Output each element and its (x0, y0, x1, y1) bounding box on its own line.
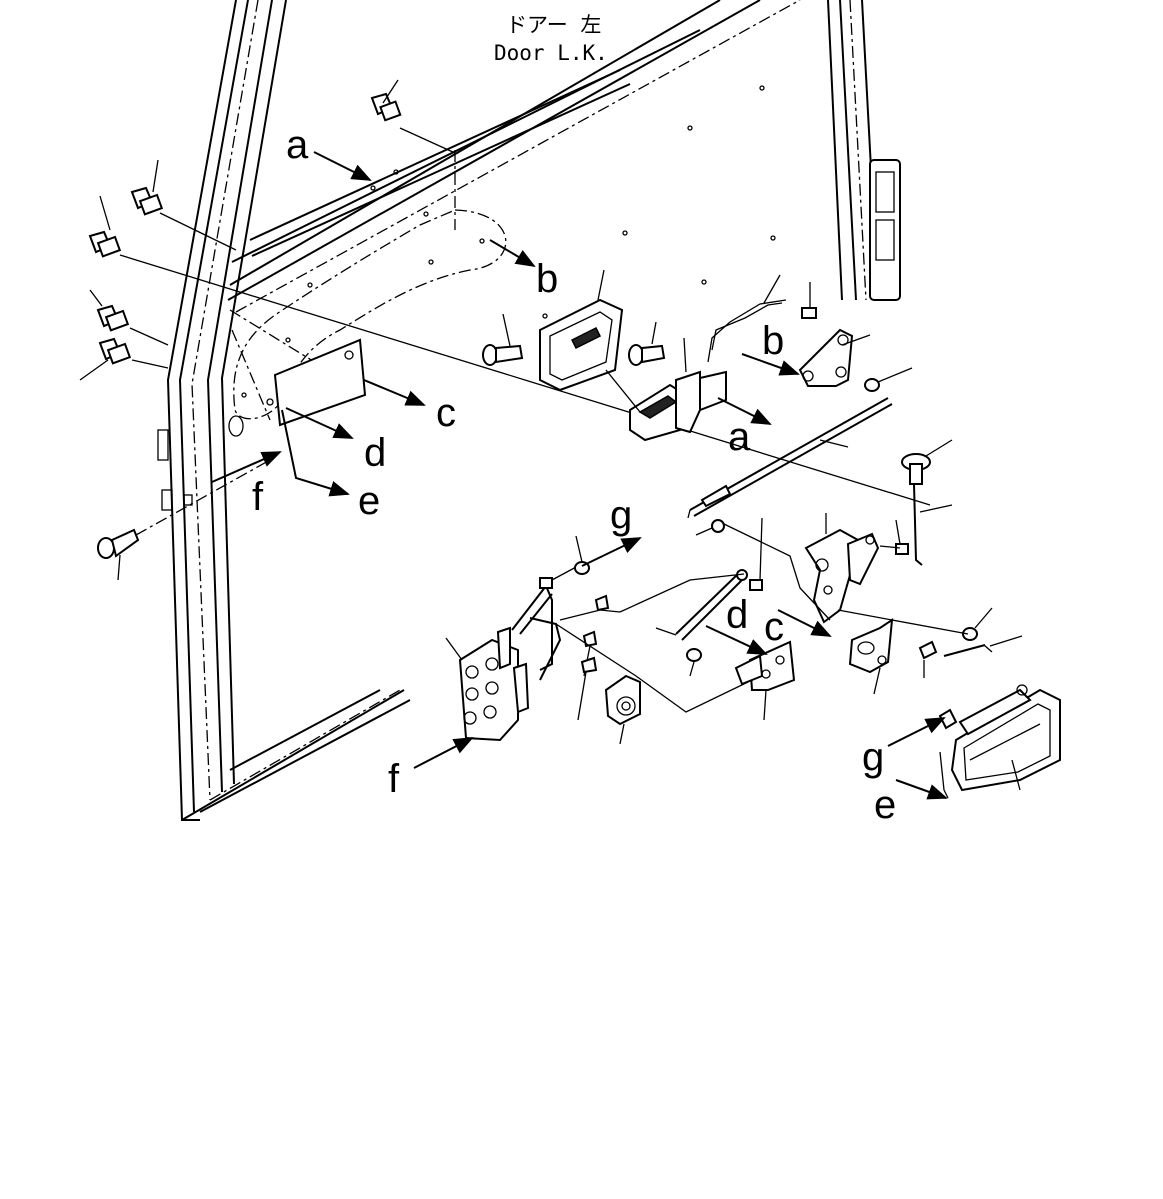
latch-lever-assembly (723, 439, 1023, 695)
bolts-left (79, 79, 931, 581)
diagram-title: ドアー 左 Door L.K. (494, 13, 608, 65)
title-japanese: ドアー 左 (506, 13, 601, 37)
title-english: Door L.K. (494, 41, 608, 65)
bolt-3 (88, 195, 931, 506)
callout-arrows (211, 151, 948, 800)
connecting-rod (687, 397, 893, 536)
screw-bottom-left (97, 459, 271, 581)
bolt-2 (130, 159, 237, 251)
callout-f-left: f (252, 475, 264, 519)
callout-d-left: d (364, 431, 386, 475)
inner-panel-outline (228, 85, 776, 437)
callout-a-top: a (286, 123, 309, 167)
bolt-1 (370, 79, 456, 154)
callout-c-right: c (764, 605, 784, 649)
inner-handle-assembly (482, 269, 913, 442)
callout-c-left: c (436, 391, 456, 435)
door-frame (157, 0, 901, 821)
callout-e-bottom: e (874, 783, 896, 827)
bolt-5 (79, 337, 169, 381)
callout-a-right: a (728, 415, 751, 459)
callout-d-right: d (726, 593, 748, 637)
callout-f-bottom: f (388, 757, 400, 801)
lower-rod-bracket (619, 517, 796, 721)
callout-b-right: b (762, 319, 784, 363)
bolt-4 (89, 289, 169, 346)
outside-handle-assembly (938, 684, 1061, 799)
callout-labels: a b c d e f b a g d c f g e (252, 123, 896, 827)
callout-g-bottom: g (862, 735, 884, 779)
callout-b-top: b (536, 257, 558, 301)
lock-body-assembly (445, 535, 641, 745)
callout-e-left: e (358, 479, 380, 523)
callout-g-top: g (610, 493, 632, 537)
